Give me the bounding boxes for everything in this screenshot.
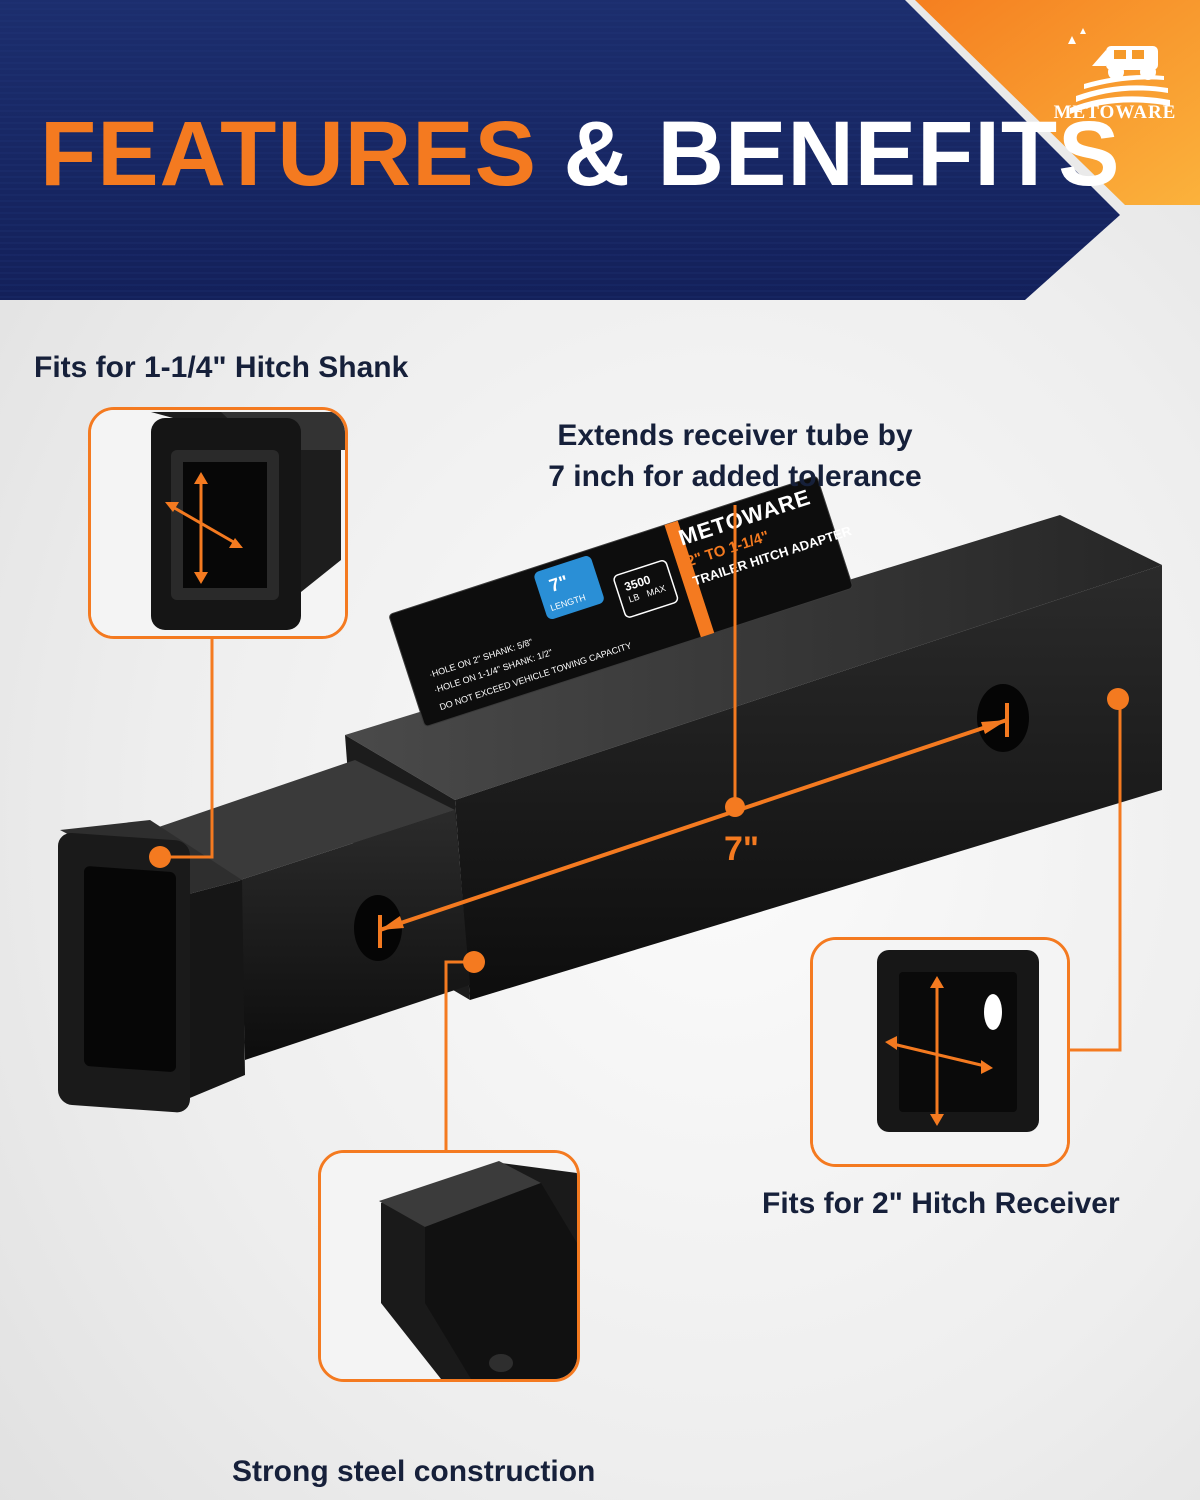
title-benefits: & BENEFITS (563, 103, 1121, 205)
dimension-line (378, 505, 1009, 948)
receiver-cross-arrows-icon (885, 976, 993, 1126)
caption-steel: Strong steel construction (232, 1455, 596, 1488)
callout-dots (149, 688, 1129, 973)
caption-extend: Extends receiver tube by 7 inch for adde… (470, 416, 1000, 497)
shank-front-collar (58, 820, 245, 1113)
caption-extend-line1: Extends receiver tube by (557, 419, 913, 452)
length-value: 7" (547, 571, 571, 596)
brand-name: METOWARE (1053, 102, 1177, 123)
title-features: FEATURES (40, 103, 537, 205)
header-background (0, 0, 1200, 300)
caption-extend-line2: 7 inch for added tolerance (548, 459, 922, 493)
shank-closeup (91, 410, 345, 636)
metoware-logo-icon (1068, 28, 1170, 114)
adapter-small-shank (150, 760, 470, 1060)
callout-steel (318, 1150, 580, 1382)
shank-cross-arrows-icon (165, 472, 243, 584)
length-badge (534, 556, 604, 620)
caption-receiver: Fits for 2" Hitch Receiver (762, 1187, 1120, 1220)
header-banner: FEATURES & BENEFITS METOWARE (0, 0, 1200, 300)
caption-shank: Fits for 1-1/4" Hitch Shank (34, 351, 409, 384)
receiver-closeup (813, 940, 1067, 1164)
dimension-label: 7" (724, 830, 759, 868)
callout-shank (88, 407, 348, 639)
page-title: FEATURES & BENEFITS (40, 108, 1120, 200)
capacity-badge (613, 560, 679, 618)
capacity-unit: LB (627, 592, 641, 605)
pin-hole-right (977, 684, 1029, 752)
callout-receiver (810, 937, 1070, 1167)
steel-closeup (321, 1153, 577, 1379)
